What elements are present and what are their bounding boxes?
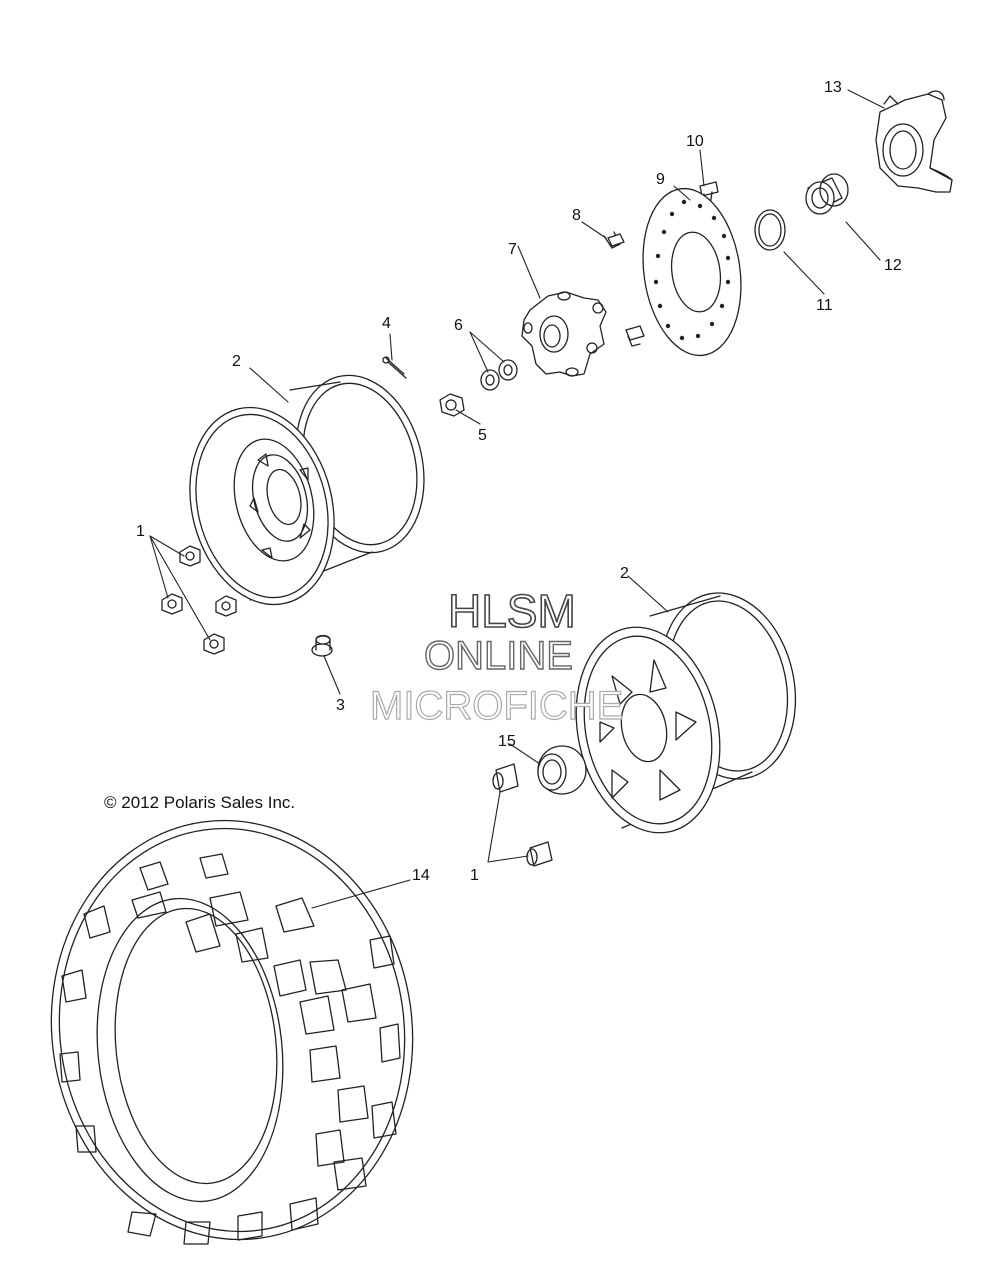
part-15-center-cap [537, 745, 587, 795]
part-13-bearing-carrier [875, 90, 953, 193]
callout-labels: 13 10 9 8 7 12 11 4 6 2 5 1 2 3 15 14 1 [136, 79, 902, 884]
callout-7: 7 [508, 241, 517, 258]
part-1-cone-lug-nuts [492, 763, 553, 867]
callout-13: 13 [824, 79, 842, 96]
callout-11: 11 [816, 297, 833, 314]
callout-8: 8 [572, 207, 581, 224]
callout-10: 10 [686, 133, 704, 150]
part-1-lug-nuts [161, 545, 237, 655]
watermark-line-3: MICROFICHE [369, 683, 624, 728]
callout-15: 15 [498, 733, 516, 750]
callout-14: 14 [412, 867, 430, 884]
leader-lines [149, 89, 885, 909]
watermark-line-2: ONLINE [423, 633, 573, 678]
part-7-wheel-hub [521, 291, 607, 377]
callout-1-lower: 1 [470, 867, 479, 884]
part-14-tire [50, 819, 414, 1245]
callout-5: 5 [478, 427, 487, 444]
callout-6: 6 [454, 317, 463, 334]
part-11-retaining-ring [754, 209, 786, 251]
part-4-cotter-pin [382, 356, 407, 379]
part-2-aluminum-wheel [575, 592, 797, 834]
part-6-washers [480, 359, 518, 391]
part-5-castle-nut [439, 393, 465, 417]
part-3-valve-stem [311, 634, 333, 657]
part-8-bolt-upper [603, 231, 625, 249]
callout-9: 9 [656, 171, 665, 188]
callout-2-upper: 2 [232, 353, 241, 370]
callout-2-lower: 2 [620, 565, 629, 582]
part-12-bearing [805, 173, 849, 215]
watermark-line-1: HLSM [447, 584, 576, 638]
callout-1-upper: 1 [136, 523, 145, 540]
callout-12: 12 [884, 257, 902, 274]
copyright-notice: © 2012 Polaris Sales Inc. [104, 793, 296, 812]
part-2-steel-wheel [189, 374, 425, 606]
callout-4: 4 [382, 315, 391, 332]
callout-3: 3 [336, 697, 345, 714]
part-9-brake-disc [642, 187, 742, 357]
part-8-bolt-lower [625, 325, 645, 347]
